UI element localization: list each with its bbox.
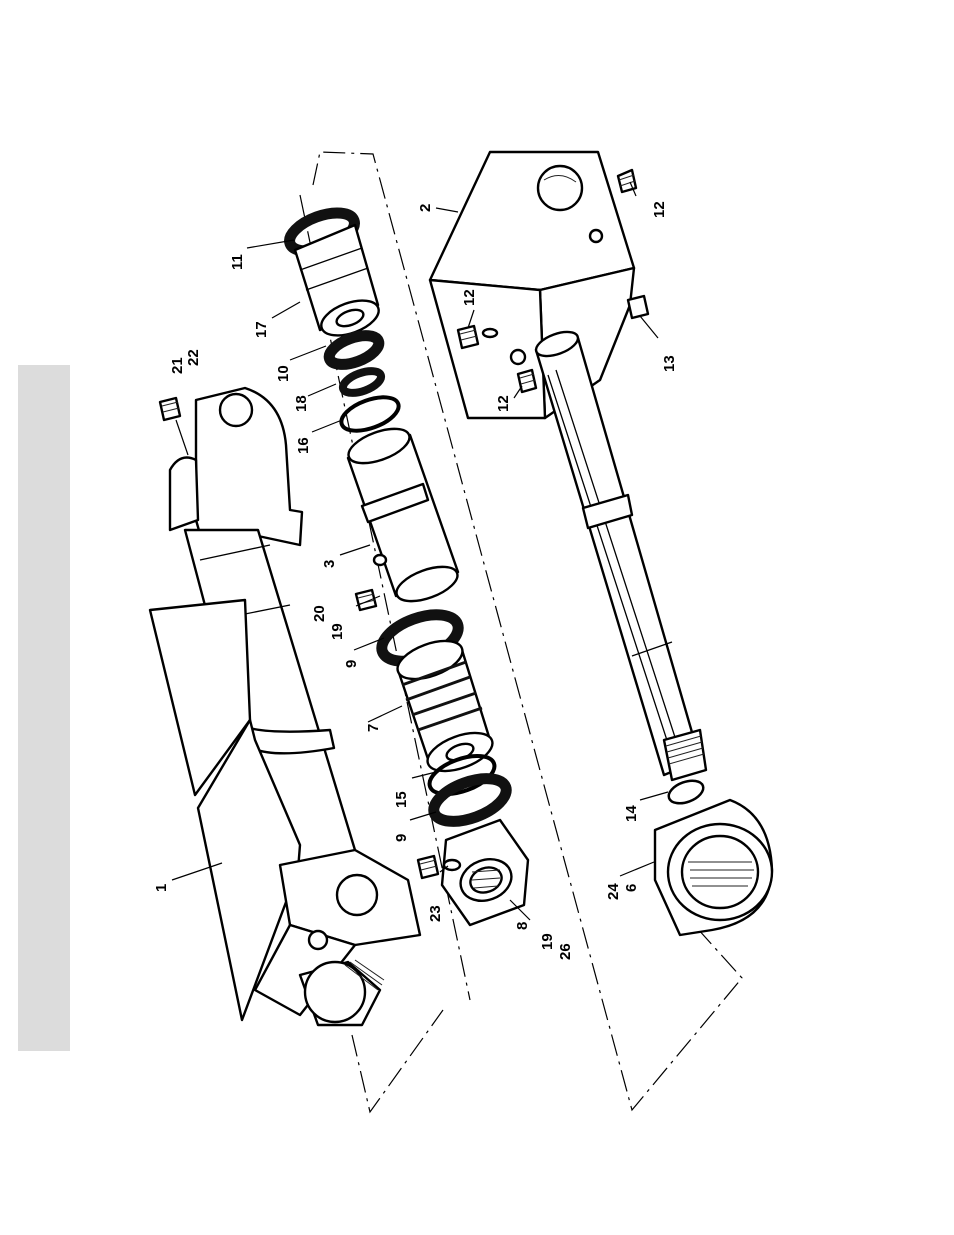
- label-15: 15: [393, 791, 410, 808]
- label-9-upper: 9: [343, 660, 360, 668]
- label-10: 10: [275, 365, 292, 382]
- label-16: 16: [295, 437, 312, 454]
- label-23: 23: [427, 905, 444, 922]
- piston-rod: [533, 327, 706, 780]
- label-21: 21: [169, 357, 186, 374]
- nut-8: [442, 820, 528, 925]
- label-24: 24: [605, 883, 622, 900]
- spacer-tube-3: [344, 422, 462, 608]
- label-14: 14: [623, 805, 640, 822]
- gland-17: [285, 205, 384, 342]
- label-19-nut: 19: [539, 933, 556, 950]
- label-18: 18: [293, 395, 310, 412]
- label-13: 13: [661, 355, 678, 372]
- label-12-middle: 12: [461, 289, 478, 306]
- label-7: 7: [365, 724, 382, 732]
- label-2: 2: [417, 204, 434, 212]
- setscrew-21-22: [160, 398, 188, 455]
- label-1: 1: [153, 884, 170, 892]
- label-12-top: 12: [651, 201, 668, 218]
- label-6: 6: [623, 884, 640, 892]
- seals-10-18-16: [325, 330, 403, 438]
- label-20: 20: [311, 605, 328, 622]
- label-12-lower: 12: [495, 395, 512, 412]
- label-17: 17: [253, 321, 270, 338]
- label-3: 3: [321, 560, 338, 568]
- setscrew-20-19: [356, 590, 376, 610]
- label-22: 22: [185, 349, 202, 366]
- label-19-setscrew: 19: [329, 623, 346, 640]
- label-8: 8: [514, 922, 531, 930]
- label-9-lower: 9: [393, 834, 410, 842]
- label-26: 26: [557, 943, 574, 960]
- gland-nut-6: [655, 800, 772, 935]
- label-11: 11: [229, 254, 246, 270]
- fitting-13: [628, 296, 648, 318]
